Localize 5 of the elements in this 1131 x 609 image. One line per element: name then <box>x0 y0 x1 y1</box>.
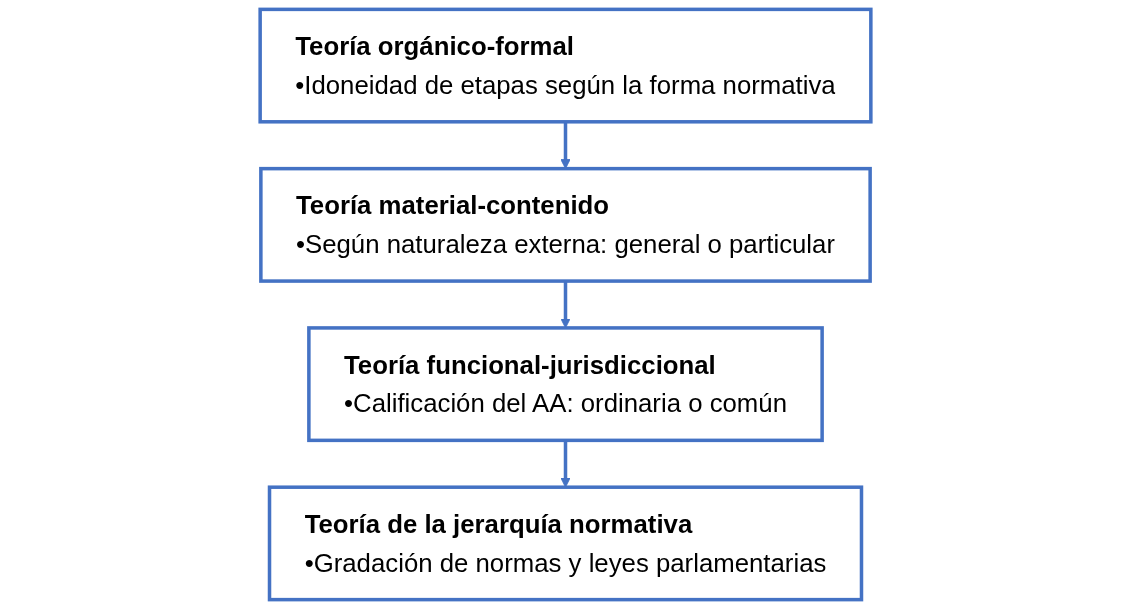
arrow <box>560 440 571 488</box>
node-box: Teoría de la jerarquía normativa •Gradación de normas y leyes parlamentarias <box>267 485 864 602</box>
node-box: Teoría orgánico-formal •Idoneidad de etapas según la forma normativa <box>258 7 873 124</box>
node-box: Teoría funcional-jurisdiccional •Calificación del AA: ordinaria o común <box>307 326 824 443</box>
node-box: Teoría material-contenido •Según naturaleza externa: general o particular <box>259 166 872 283</box>
